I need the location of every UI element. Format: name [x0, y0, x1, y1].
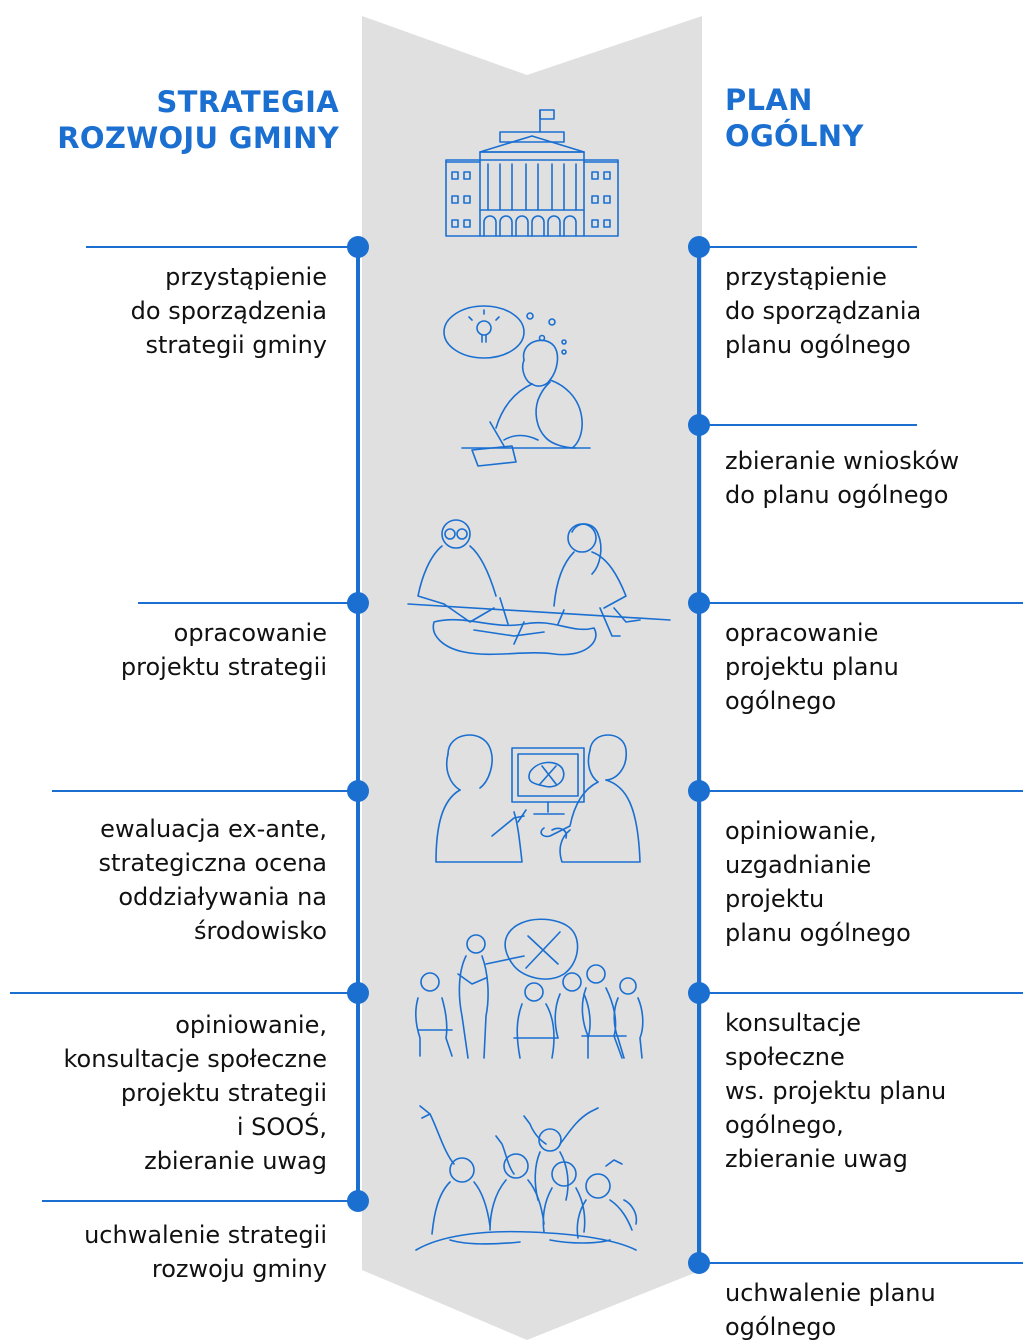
- right-title-line: PLAN: [725, 83, 813, 117]
- right-connector-3: [699, 602, 1023, 604]
- left-milestone-dot-2: [347, 592, 369, 614]
- right-connector-2: [699, 424, 917, 426]
- right-column-title: PLAN OGÓLNY: [725, 82, 864, 154]
- right-connector-4: [699, 790, 1023, 792]
- step-line: rozwoju gminy: [151, 1255, 327, 1283]
- step-line: uchwalenie planu: [725, 1279, 936, 1307]
- public-consultation-meeting-icon: [412, 912, 646, 1060]
- step-line: środowisko: [194, 917, 327, 945]
- right-step-3: opracowanie projektu planu ogólnego: [725, 616, 899, 718]
- right-title-line: OGÓLNY: [725, 119, 864, 153]
- left-milestone-dot-4: [347, 982, 369, 1004]
- right-milestone-dot-6: [688, 1252, 710, 1274]
- right-connector-6: [699, 1262, 1023, 1264]
- step-line: przystąpienie: [165, 263, 327, 291]
- step-line: społeczne: [725, 1043, 845, 1071]
- left-milestone-dot-3: [347, 780, 369, 802]
- step-line: oddziaływania na: [118, 883, 327, 911]
- step-line: opiniowanie,: [725, 817, 877, 845]
- step-line: konsultacje społeczne: [63, 1045, 327, 1073]
- right-milestone-dot-4: [688, 780, 710, 802]
- right-connector-1: [699, 246, 917, 248]
- step-line: do sporządzania: [725, 297, 922, 325]
- step-line: projektu: [725, 885, 825, 913]
- planners-at-map-table-icon: [404, 512, 674, 662]
- step-line: strategii gminy: [145, 331, 327, 359]
- step-line: planu ogólnego: [725, 919, 911, 947]
- right-milestone-dot-5: [688, 982, 710, 1004]
- step-line: projektu strategii: [120, 1079, 327, 1107]
- left-step-2: opracowanie projektu strategii: [121, 616, 327, 684]
- right-connector-5: [699, 992, 1023, 994]
- celebrating-people-icon: [410, 1104, 650, 1254]
- right-step-6: uchwalenie planu ogólnego: [725, 1276, 936, 1344]
- step-line: projektu planu: [725, 653, 899, 681]
- step-line: konsultacje: [725, 1009, 862, 1037]
- left-connector-4: [10, 992, 358, 994]
- step-line: ogólnego: [725, 687, 837, 715]
- left-step-5: uchwalenie strategii rozwoju gminy: [84, 1218, 327, 1286]
- left-connector-1: [86, 246, 358, 248]
- step-line: opiniowanie,: [175, 1011, 327, 1039]
- step-line: strategiczna ocena: [98, 849, 327, 877]
- step-line: i SOOŚ,: [236, 1113, 327, 1141]
- right-step-2: zbieranie wniosków do planu ogólnego: [725, 444, 959, 512]
- step-line: opracowanie: [725, 619, 879, 647]
- right-timeline-line: [697, 248, 701, 1264]
- step-line: projektu strategii: [120, 653, 327, 681]
- step-line: uzgadnianie: [725, 851, 872, 879]
- left-step-4: opiniowanie, konsultacje społeczne proje…: [64, 1008, 327, 1178]
- step-line: przystąpienie: [725, 263, 887, 291]
- left-connector-2: [138, 602, 358, 604]
- left-milestone-dot-1: [347, 236, 369, 258]
- step-line: do planu ogólnego: [725, 481, 949, 509]
- step-line: zbieranie wniosków: [725, 447, 960, 475]
- left-step-3: ewaluacja ex-ante, strategiczna ocena od…: [99, 812, 327, 948]
- step-line: planu ogólnego: [725, 331, 911, 359]
- step-line: ewaluacja ex-ante,: [100, 815, 327, 843]
- right-step-1: przystąpienie do sporządzania planu ogól…: [725, 260, 921, 362]
- left-timeline-line: [356, 248, 360, 1204]
- people-at-computer-screen-icon: [430, 726, 646, 868]
- step-line: zbieranie uwag: [725, 1145, 908, 1173]
- right-step-5: konsultacje społeczne ws. projektu planu…: [725, 1006, 946, 1176]
- left-title-line: STRATEGIA: [156, 85, 339, 119]
- right-step-4: opiniowanie, uzgadnianie projektu planu …: [725, 814, 911, 950]
- step-line: do sporządzenia: [130, 297, 327, 325]
- step-line: opracowanie: [173, 619, 327, 647]
- left-step-1: przystąpienie do sporządzenia strategii …: [131, 260, 327, 362]
- step-line: ws. projektu planu: [725, 1077, 947, 1105]
- left-connector-5: [42, 1200, 358, 1202]
- left-connector-3: [52, 790, 358, 792]
- step-line: ogólnego: [725, 1313, 837, 1341]
- left-column-title: STRATEGIA ROZWOJU GMINY: [57, 84, 339, 156]
- municipal-building-icon: [444, 106, 620, 240]
- left-milestone-dot-5: [347, 1190, 369, 1212]
- step-line: uchwalenie strategii: [84, 1221, 327, 1249]
- step-line: ogólnego,: [725, 1111, 844, 1139]
- left-title-line: ROZWOJU GMINY: [57, 121, 339, 155]
- step-line: zbieranie uwag: [144, 1147, 327, 1175]
- right-milestone-dot-1: [688, 236, 710, 258]
- right-milestone-dot-2: [688, 414, 710, 436]
- thinking-person-icon: [442, 300, 592, 467]
- right-milestone-dot-3: [688, 592, 710, 614]
